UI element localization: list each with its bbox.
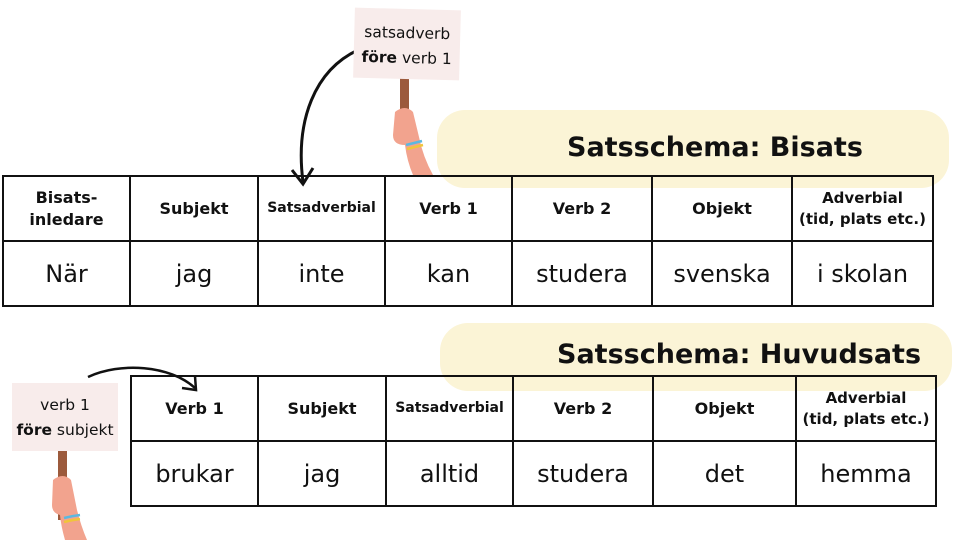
value-cell: det [652,440,797,507]
bisats-banner [437,110,949,188]
header-cell: Satsadverbial [385,375,514,442]
table-row: brukar jag alltid studera det hemma [130,440,937,507]
bisats-title: Satsschema: Bisats [567,132,863,163]
value-cell: inte [257,240,386,307]
sign-bold-text: före [16,420,52,439]
value-cell: alltid [385,440,514,507]
value-cell: kan [384,240,513,307]
value-cell: När [2,240,131,307]
sign-text: verb 1 [396,48,452,68]
sign-bold-text: före [361,47,398,67]
header-cell: Subjekt [257,375,387,442]
header-cell: Objekt [651,175,793,242]
value-cell: jag [129,240,259,307]
header-cell: Adverbial (tid, plats etc.) [791,175,934,242]
sign-verb1: verb 1 före subjekt [12,383,118,451]
table-row: När jag inte kan studera svenska i skola… [2,240,934,307]
header-cell: Bisats- inledare [2,175,131,242]
header-cell: Adverbial (tid, plats etc.) [795,375,937,442]
huvudsats-table: Verb 1 Subjekt Satsadverbial Verb 2 Obje… [130,375,937,507]
header-cell: Verb 2 [511,175,653,242]
hand-holding-sign-icon [393,75,433,175]
value-cell: jag [257,440,387,507]
value-cell: hemma [795,440,937,507]
header-cell: Satsadverbial [257,175,386,242]
value-cell: studera [512,440,654,507]
header-cell: Objekt [652,375,797,442]
header-cell: Verb 1 [130,375,259,442]
header-cell: Subjekt [129,175,259,242]
value-cell: studera [511,240,653,307]
sign-text: satsadverb [364,22,451,44]
value-cell: brukar [130,440,259,507]
value-cell: i skolan [791,240,934,307]
header-row: Verb 1 Subjekt Satsadverbial Verb 2 Obje… [130,375,937,442]
hand-holding-sign-icon [52,450,87,540]
header-cell: Verb 2 [512,375,654,442]
bisats-table: Bisats- inledare Subjekt Satsadverbial V… [2,175,934,307]
sign-satsadverb: satsadverb före verb 1 [353,7,461,81]
sign-text: subjekt [52,420,114,439]
value-cell: svenska [651,240,793,307]
curved-arrow-icon [299,48,359,183]
header-row: Bisats- inledare Subjekt Satsadverbial V… [2,175,934,242]
header-cell: Verb 1 [384,175,513,242]
huvudsats-title: Satsschema: Huvudsats [557,339,922,370]
sign-text: verb 1 [40,396,90,414]
